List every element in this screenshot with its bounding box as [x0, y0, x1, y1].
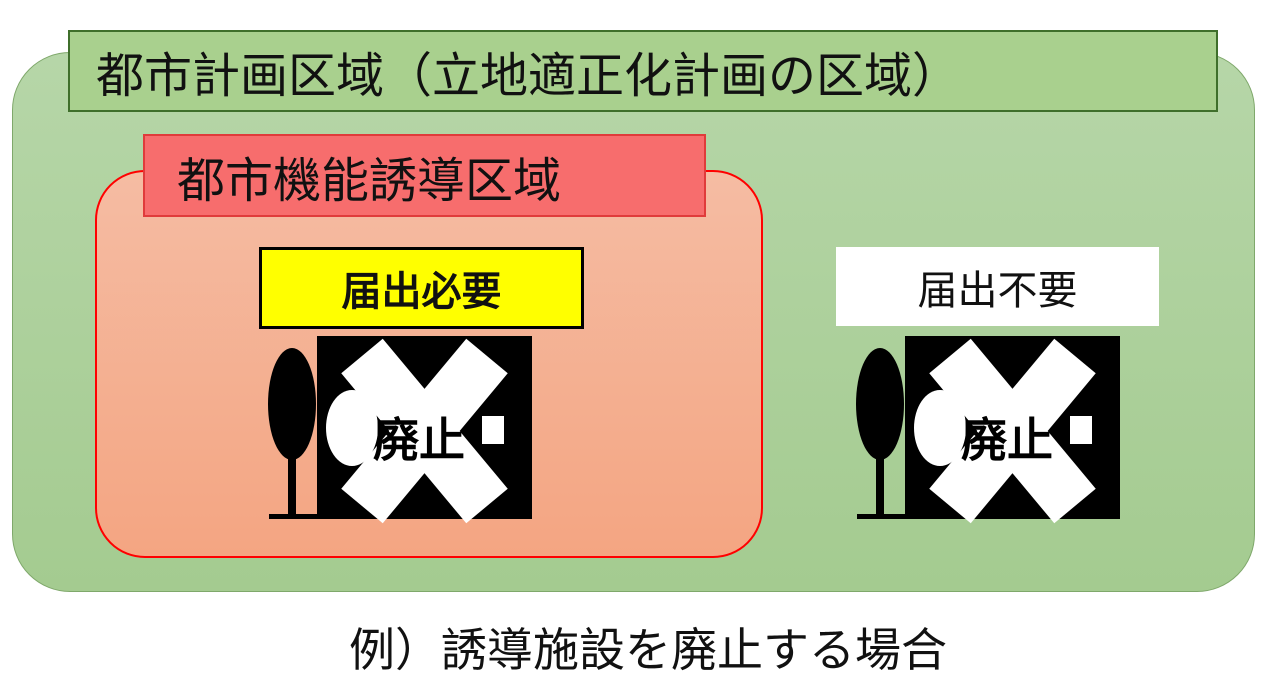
notification-not-required-badge: 届出不要 — [836, 247, 1159, 326]
cross-mark-icon — [341, 338, 508, 524]
urban-function-induction-area-label: 都市機能誘導区域 — [143, 134, 706, 217]
tree-icon — [268, 348, 339, 519]
city-planning-area-label-text: 都市計画区域（立地適正化計画の区域） — [96, 48, 961, 104]
notification-not-required-text: 届出不要 — [917, 267, 1078, 314]
urban-function-induction-area-label-text: 都市機能誘導区域 — [177, 152, 562, 209]
abolished-facility-right: 廃止 — [850, 336, 1130, 536]
cross-mark-icon — [929, 338, 1096, 524]
abolished-label-right: 廃止 — [961, 413, 1053, 467]
notification-required-text: 届出必要 — [341, 269, 502, 315]
caption: 例）誘導施設を廃止する場合 — [349, 623, 947, 677]
facility-illustration-right — [856, 336, 1120, 524]
facility-illustration-left — [268, 336, 532, 524]
city-planning-area-label: 都市計画区域（立地適正化計画の区域） — [68, 30, 1218, 112]
abolished-label-left: 廃止 — [373, 413, 465, 467]
tree-icon — [856, 348, 927, 519]
notification-required-badge: 届出必要 — [259, 247, 584, 329]
abolished-facility-left: 廃止 — [262, 336, 542, 536]
